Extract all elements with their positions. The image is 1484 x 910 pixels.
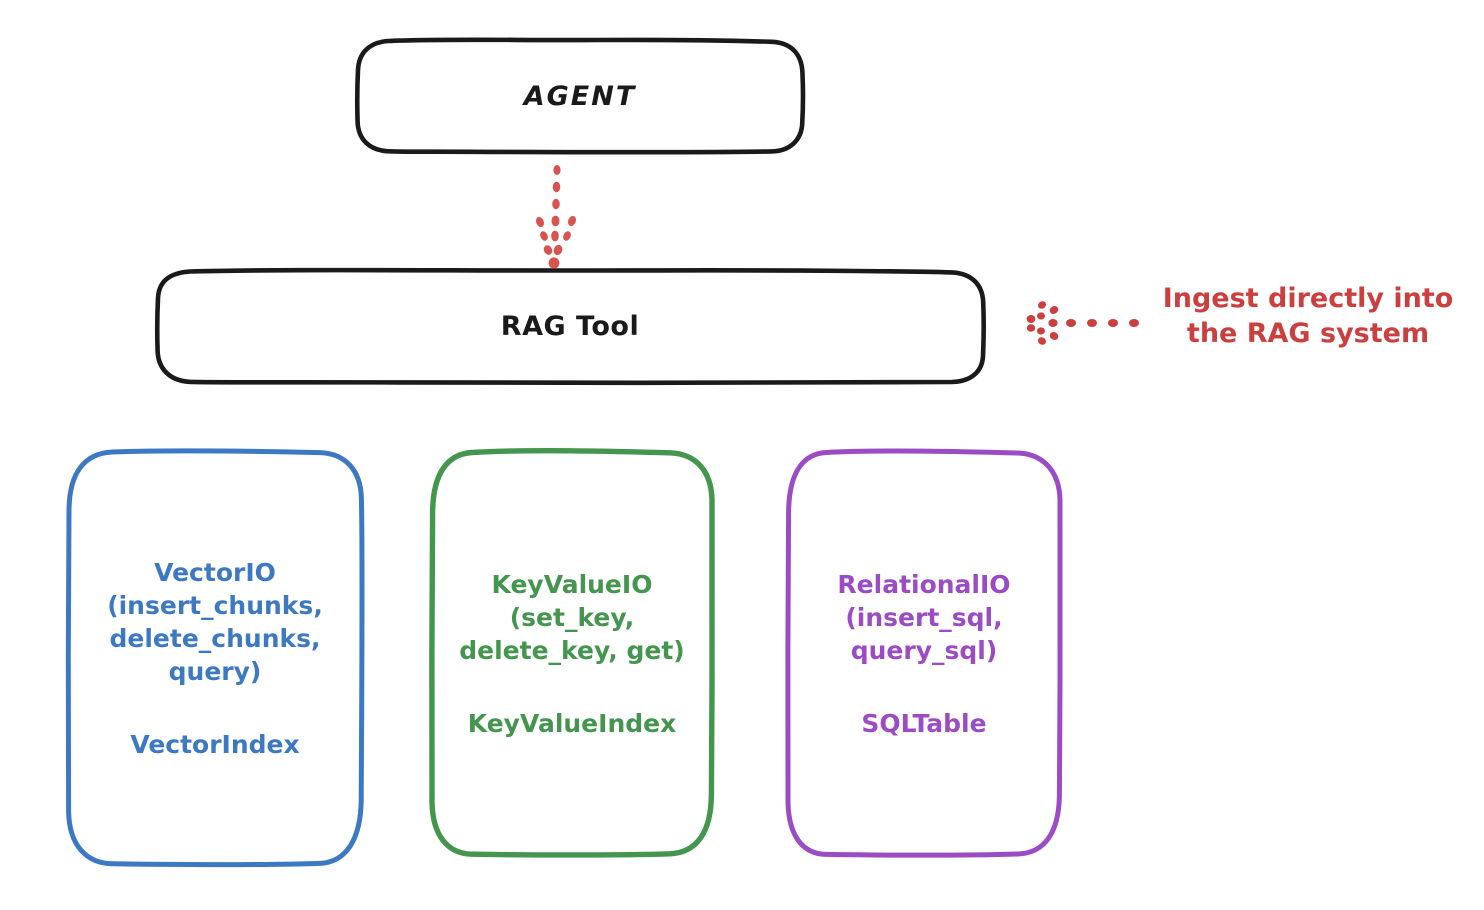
agent-to-rag-connector <box>535 165 577 269</box>
relational-io-box-outline[interactable] <box>785 448 1063 858</box>
ingest-arrow-connector <box>1026 301 1139 345</box>
vector-io-box-outline[interactable] <box>65 448 365 868</box>
agent-box-outline[interactable] <box>355 37 806 155</box>
keyvalue-io-box-outline[interactable] <box>429 448 716 858</box>
rag-tool-box-outline[interactable] <box>155 267 986 386</box>
